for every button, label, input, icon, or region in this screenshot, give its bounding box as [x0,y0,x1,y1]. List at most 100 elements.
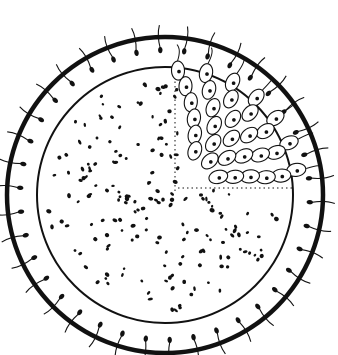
flagellated-cell [238,124,261,146]
granule [50,224,54,229]
granule [209,207,215,213]
granule [155,188,161,194]
granule [117,217,122,223]
granule [120,229,124,233]
spoke-knob [182,48,187,55]
granule [111,185,115,188]
granule [180,254,185,258]
cell-nucleus [213,125,217,129]
granule [64,152,69,157]
granule [186,230,189,234]
granule [155,241,160,245]
granule [112,218,118,223]
cell-nucleus [209,160,213,164]
cell-nucleus [255,97,259,101]
cell-nucleus [232,118,236,122]
cell-nucleus [249,176,253,180]
granule [77,139,82,145]
granule [226,255,231,260]
granule [104,188,109,193]
granule [259,248,263,252]
spoke-knob [42,275,50,282]
spoke-knob [301,152,308,158]
cell-nucleus [194,134,198,138]
granule [106,243,111,248]
spoke-knob [27,138,35,144]
granule [219,264,224,268]
granule [219,255,222,260]
granule [172,94,177,99]
granule [104,271,110,277]
granule [104,277,108,281]
flagellated-cell [215,147,238,168]
granule [170,192,175,197]
cell-nucleus [296,169,300,173]
granule [197,263,202,268]
granule [73,249,77,253]
cell-nucleus [177,70,181,74]
flagellated-cell [223,59,244,94]
granule [158,122,163,127]
granule [83,264,89,270]
granule [80,166,85,172]
granule [150,148,156,153]
granule [259,253,264,258]
granule [176,131,178,135]
granule [164,279,169,283]
granule [144,216,148,220]
granule [130,223,136,228]
spoke-knob [20,161,27,167]
flagellated-cell [198,150,221,172]
granule [148,297,154,301]
spoke-knob [306,176,313,181]
granule [273,216,279,222]
granule [167,109,172,113]
spoke-knob [134,49,140,56]
granule [201,196,206,201]
flagellated-cell [203,96,222,118]
cell-nucleus [212,142,216,146]
granule [207,281,210,284]
granule [74,120,78,124]
granule [174,153,179,156]
granule [157,235,162,240]
cell-nucleus [249,112,253,116]
granule [183,196,189,202]
granule [233,224,237,229]
spoke-knob [119,330,125,337]
granule [159,152,164,157]
cell-nucleus [281,175,285,179]
granule [270,212,274,217]
granule [239,248,242,251]
granule [182,280,186,284]
granule [94,184,98,187]
granule [118,153,123,157]
flagellated-cell [198,48,215,84]
flagellated-cell [208,168,230,185]
granule [46,208,52,214]
granule [165,143,169,146]
granule [170,198,175,203]
granule [229,233,235,239]
granule [87,145,91,149]
granule [52,173,56,177]
granule [248,251,252,255]
cell-nucleus [190,101,194,105]
cell-nucleus [260,154,264,158]
granule [140,279,144,283]
spoke-knob [88,66,95,74]
cell-nucleus [265,176,269,180]
cell-nucleus [233,176,237,180]
granule [256,257,261,262]
cell-nucleus [275,152,279,156]
wall-spoke [194,339,199,355]
cell-nucleus [208,89,212,93]
cell-nucleus [194,150,198,154]
spoke-knob [226,61,233,69]
granule [224,227,228,231]
granule [212,189,215,193]
granule [118,125,122,130]
granule [211,205,214,208]
